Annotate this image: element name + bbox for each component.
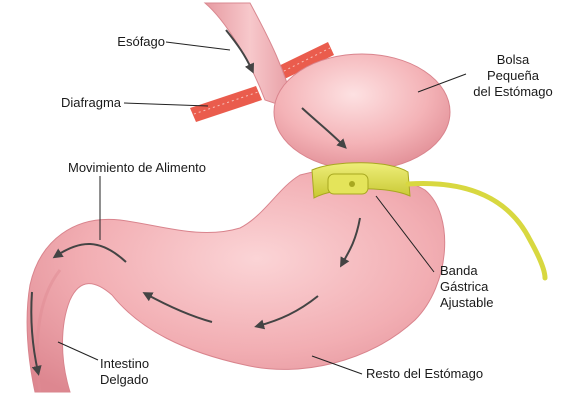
- stomach-pouch: [274, 54, 450, 170]
- label-banda: Banda Gástrica Ajustable: [440, 263, 493, 311]
- label-bolsa: Bolsa Pequeña del Estómago: [458, 52, 565, 100]
- label-resto: Resto del Estómago: [366, 366, 483, 382]
- leader-intestino: [58, 342, 98, 360]
- label-esofago: Esófago: [117, 34, 165, 50]
- leader-diafragma: [124, 103, 208, 106]
- label-movimiento: Movimiento de Alimento: [68, 160, 206, 176]
- leader-esofago: [166, 42, 230, 50]
- label-diafragma: Diafragma: [61, 95, 121, 111]
- label-intestino: Intestino Delgado: [100, 356, 149, 388]
